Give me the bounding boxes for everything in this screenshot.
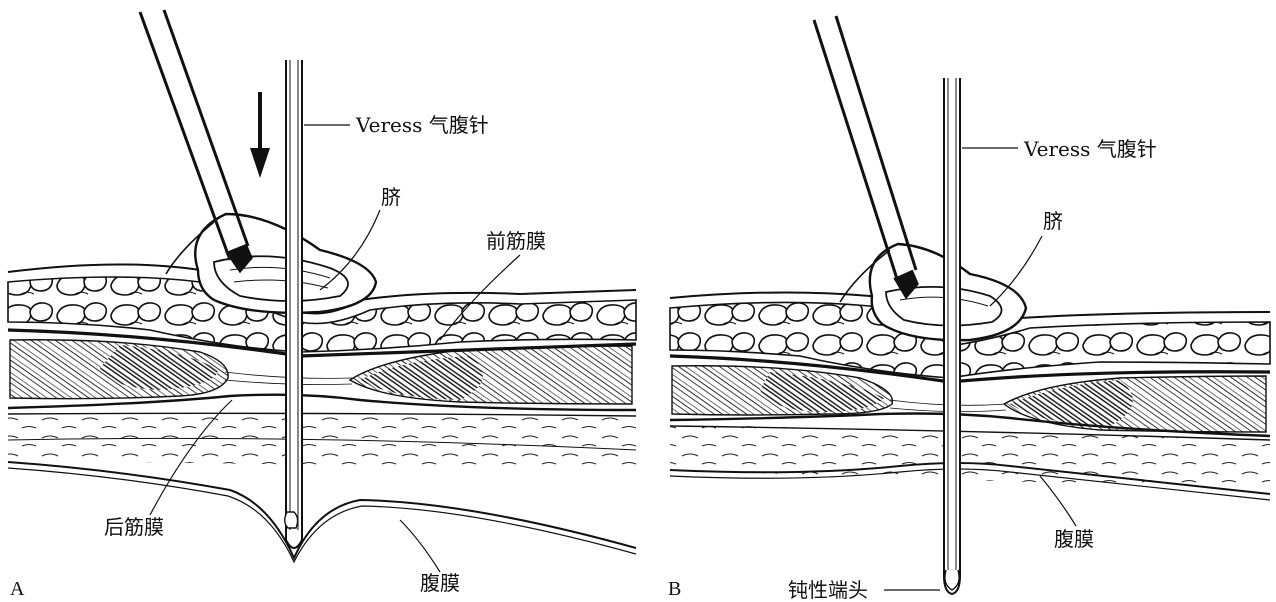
panel-b-needle-label: Veress 气腹针 [1024,138,1157,160]
panel-b-umbilicus-label: 脐 [1043,210,1063,232]
panel-a-veress-needle [285,60,302,548]
panel-a-needle-label: Veress 气腹针 [356,114,489,136]
panel-a-down-arrow [250,92,270,178]
panel-b-veress-needle [944,78,960,594]
panel-a-posterior-fascia-label: 后筋膜 [104,516,164,538]
panel-b-drawing [670,16,1270,594]
panel-a-peritoneum-label: 腹膜 [420,572,460,594]
panel-a-drawing [8,10,636,572]
panel-a-letter: A [10,578,24,601]
panel-b-letter: B [668,578,681,601]
panel-a-anterior-fascia-label: 前筋膜 [486,230,546,252]
panel-a-umbilicus-label: 脐 [381,186,401,208]
panel-b-blunt-tip-label: 钝性端头 [788,579,868,601]
panel-b-peritoneum-label: 腹膜 [1054,528,1094,550]
